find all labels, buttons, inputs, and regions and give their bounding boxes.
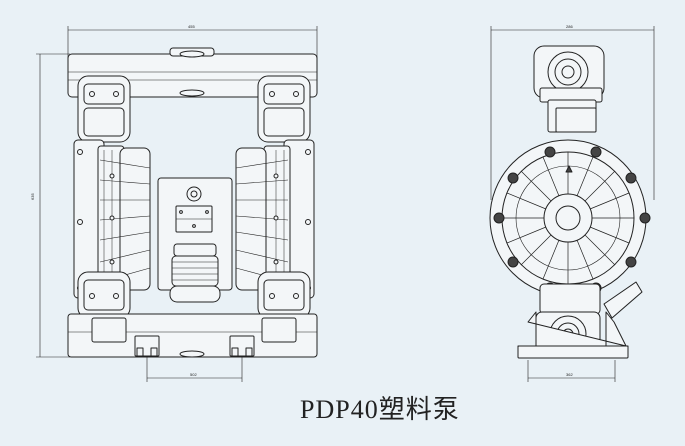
front-view: 455 635 502 [30,24,318,382]
muffler [169,243,221,303]
front-base-dim: 502 [190,372,197,377]
side-base-dim: 362 [566,372,573,377]
front-width-dim: 455 [188,24,195,29]
side-inlet-port [517,281,643,359]
dimension-lines-side [490,26,655,382]
dimension-lines-front [36,26,318,382]
left-lower-valve-housing [77,271,131,319]
side-view: 286 362 [489,24,655,382]
right-pump-chamber [235,139,315,299]
front-height-dim: 635 [30,193,35,200]
side-outlet-port [533,45,605,133]
left-upper-valve-housing [77,75,131,143]
side-width-dim: 286 [566,24,573,29]
disk-spokes [502,152,634,284]
bottom-manifold [67,313,318,358]
mounting-feet [134,335,255,357]
side-chamber-disk [489,139,651,297]
right-upper-valve-housing [257,75,311,143]
right-lower-valve-housing [257,271,311,319]
diagram-caption: PDP40塑料泵 [300,395,460,424]
